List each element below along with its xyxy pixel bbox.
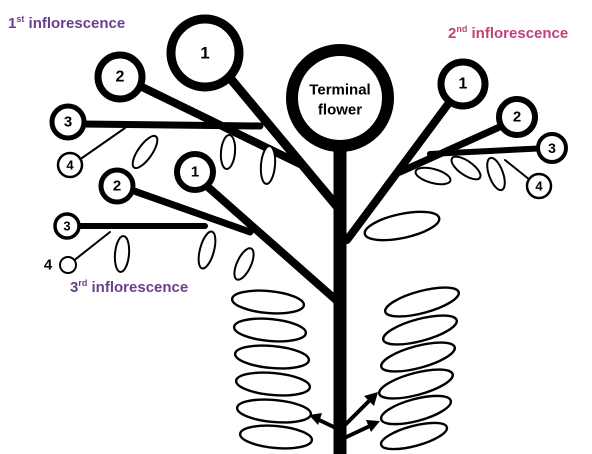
terminal-flower-line2: flower — [318, 102, 362, 119]
svg-text:2: 2 — [116, 69, 125, 86]
svg-text:2: 2 — [513, 109, 521, 126]
third-node-3: 3 — [55, 214, 79, 238]
third-inflorescence-leaves — [113, 230, 257, 283]
third-node-1: 1 — [177, 154, 213, 190]
svg-text:4: 4 — [535, 179, 543, 194]
stem-leaves-left — [231, 288, 313, 451]
second-node-4: 4 — [527, 174, 551, 198]
second-node-2: 2 — [499, 99, 535, 135]
svg-text:1: 1 — [200, 44, 209, 63]
svg-text:1: 1 — [459, 76, 468, 93]
svg-text:2: 2 — [113, 178, 121, 195]
svg-text:4: 4 — [44, 257, 53, 274]
svg-text:1: 1 — [191, 164, 199, 181]
first-node-2: 2 — [98, 55, 142, 99]
first-inflorescence-label: 1st inflorescence — [8, 14, 125, 32]
third-node-4: 4 — [44, 257, 76, 274]
terminal-flower-node: Terminal flower — [292, 50, 388, 146]
stem-leaves-right — [362, 206, 461, 454]
first-node-3: 3 — [52, 106, 84, 138]
third-node-2: 2 — [101, 170, 133, 202]
second-node-3: 3 — [538, 134, 566, 162]
third-inflorescence-label: 3rd inflorescence — [70, 278, 188, 296]
svg-text:3: 3 — [64, 114, 72, 131]
terminal-flower-line1: Terminal — [309, 82, 370, 99]
svg-text:4: 4 — [66, 158, 74, 173]
svg-text:3: 3 — [63, 219, 70, 234]
second-node-1: 1 — [441, 62, 485, 106]
svg-text:3: 3 — [548, 140, 556, 156]
second-inflorescence-label: 2nd inflorescence — [448, 24, 568, 42]
first-node-4: 4 — [58, 153, 82, 177]
first-node-1: 1 — [171, 19, 239, 87]
